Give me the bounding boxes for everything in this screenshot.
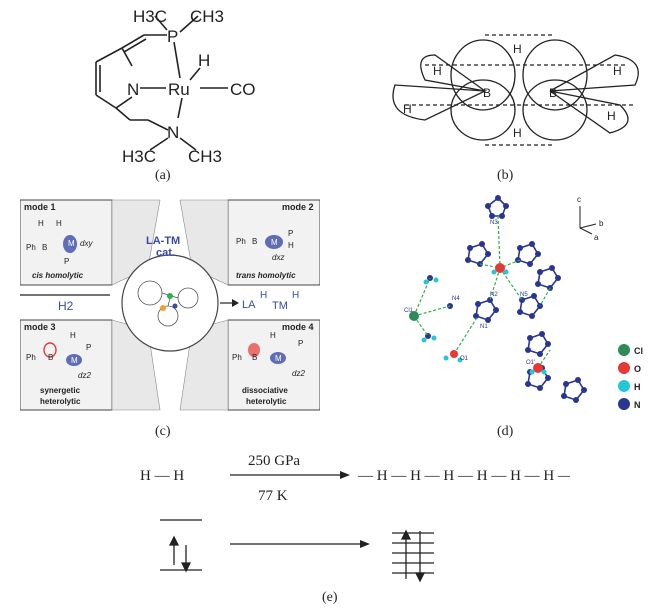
mode-1-m: M (68, 239, 75, 248)
chloride-atom (409, 311, 419, 321)
bridge-h-top: H (513, 42, 522, 56)
bridge-h-bottom: H (513, 126, 522, 140)
atom-p: P (167, 27, 178, 46)
label-o1p: O1' (526, 360, 535, 366)
label-n5: N5 (520, 292, 528, 298)
mode-3-title: mode 3 (24, 322, 56, 332)
axis-a: a (594, 233, 599, 242)
mode-2-p: P (288, 229, 293, 238)
mode-2-h: H (288, 241, 294, 250)
condition-temperature: 77 K (258, 488, 288, 504)
caption-b: (b) (497, 168, 514, 183)
h2-label: H2 (58, 299, 74, 313)
label-n1: N1 (480, 324, 488, 330)
mode-3-p: P (86, 343, 91, 352)
caption-c: (c) (155, 424, 171, 439)
caption-d: (d) (497, 424, 514, 439)
atom-n-ring: N (127, 80, 139, 99)
oxygen-atom-1 (495, 263, 505, 273)
atom-ru: Ru (168, 80, 190, 99)
legend-cl: Cl (634, 346, 643, 356)
element-legend: Cl O H N (618, 344, 643, 410)
product-tm: TM (272, 300, 288, 312)
axis-b: b (599, 219, 604, 228)
label-n3: N3 (490, 220, 498, 226)
legend-n: N (634, 400, 641, 410)
mode-3-h: H (70, 331, 76, 340)
mode-1-h2: H (56, 219, 62, 228)
mode-1-b: B (42, 243, 47, 252)
mode-4-caption-1: dissociative (242, 386, 288, 395)
panel-e-hydrogen-chain: H — H 250 GPa 77 K — H — H — H — H — H —… (140, 453, 570, 583)
atom-h: H (198, 51, 210, 70)
mode-1-ph: Ph (26, 243, 36, 252)
mode-1-caption: cis homolytic (32, 271, 84, 280)
axis-triad (579, 206, 597, 235)
label-cl1: Cl1 (404, 308, 414, 314)
mode-4-p: P (298, 339, 303, 348)
legend-h: H (634, 382, 641, 392)
oxygen-atom-3 (533, 363, 543, 373)
product-la: LA (242, 299, 256, 311)
mode-3-caption-2: heterolytic (40, 397, 81, 406)
mode-2-b: B (252, 237, 257, 246)
h2-energy-levels (160, 519, 202, 573)
mode-1-h: H (38, 219, 44, 228)
label-n4: N4 (452, 296, 460, 302)
mode-4-orbital: dz2 (292, 369, 305, 378)
terminal-h-3: H (613, 64, 622, 78)
panel-a-ru-complex: H3C CH3 P N Ru H CO N H3C CH3 (95, 7, 256, 166)
panel-c-h2-activation-modes: LA-TM cat. H2 LA H TM H mode 1 H H Ph B … (20, 199, 320, 411)
product-h2: H (292, 290, 299, 301)
mode-4-m: M (275, 354, 282, 363)
mode-4-h: H (270, 331, 276, 340)
mode-2-orbital: dxz (272, 253, 284, 262)
caption-a: (a) (155, 168, 171, 183)
mode-3-caption-1: synergetic (40, 386, 81, 395)
atom-ch3-bottom: CH3 (188, 147, 222, 166)
terminal-h-2: H (403, 102, 412, 116)
mode-1-orbital: dxy (80, 239, 93, 248)
terminal-h-4: H (607, 109, 616, 123)
mode-2-caption: trans homolytic (236, 271, 296, 280)
condition-pressure: 250 GPa (248, 453, 300, 469)
mode-2-m: M (271, 238, 278, 247)
mode-4-b: B (252, 353, 257, 362)
mode-1-p: P (64, 257, 69, 266)
mode-1-title: mode 1 (24, 202, 56, 212)
mode-3-ph: Ph (26, 353, 36, 362)
caption-e: (e) (322, 590, 338, 605)
mode-3-orbital: dz2 (78, 371, 91, 380)
mode-4-caption-2: heterolytic (246, 397, 287, 406)
catalyst-circle (121, 254, 219, 352)
panel-d-crystal-structure: c b a (404, 195, 643, 410)
atom-h3c-bottom: H3C (122, 147, 156, 166)
legend-o: O (634, 364, 641, 374)
boron-left: B (483, 86, 491, 100)
pyridine-ring (95, 15, 228, 151)
catalyst-sub: cat. (156, 247, 175, 259)
terminal-h-1: H (433, 64, 442, 78)
mode-2-title: mode 2 (282, 202, 314, 212)
product-chain: — H — H — H — H — H — H — (357, 468, 570, 484)
atom-co: CO (230, 80, 256, 99)
mode-4-ph: Ph (232, 353, 242, 362)
product-h1: H (260, 290, 267, 301)
boron-right: B (549, 86, 557, 100)
mode-4-title: mode 4 (282, 322, 314, 332)
reactant-h2: H — H (140, 468, 184, 484)
mode-3-b: B (48, 353, 53, 362)
catalyst-title: LA-TM (146, 235, 180, 247)
oxygen-atom-2 (450, 350, 458, 358)
atom-ch3-top: CH3 (190, 7, 224, 26)
mode-3-m: M (71, 356, 78, 365)
metallic-band-levels (392, 529, 434, 583)
mode-2-ph: Ph (236, 237, 246, 246)
atom-h3c-top: H3C (133, 7, 167, 26)
label-o1: O1 (460, 356, 469, 362)
atom-n-amine: N (167, 123, 179, 142)
panel-b-diborane-orbitals: B B H H H H H H (392, 34, 639, 146)
label-n2: N2 (490, 292, 498, 298)
axis-c: c (577, 195, 581, 204)
